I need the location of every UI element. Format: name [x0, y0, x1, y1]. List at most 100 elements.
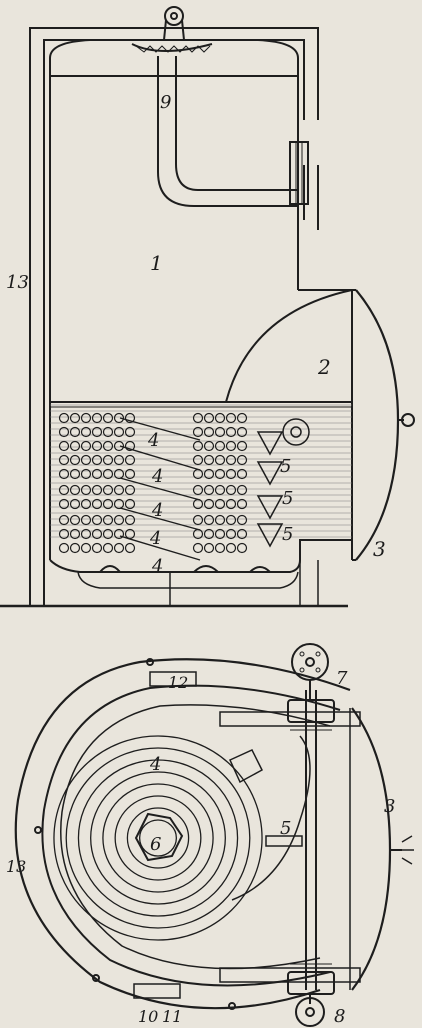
- lifting-eye-hole: [170, 12, 178, 20]
- coil-tube: [69, 426, 81, 438]
- label-chamber: 1: [150, 251, 163, 275]
- outlet-pipe-outer: [157, 56, 298, 207]
- coil-tube: [214, 468, 226, 480]
- connector: [119, 417, 201, 441]
- coil-tube: [225, 542, 237, 554]
- coil-ring: [114, 795, 202, 881]
- coil-tube: [225, 468, 237, 480]
- coil-tube: [192, 440, 204, 452]
- coil-tube: [102, 484, 114, 496]
- top-view-labels: 4 5 6 7 8 10 11 12 13 3: [6, 668, 395, 1027]
- ring-bolt: [92, 974, 100, 982]
- label-bracket-left: 10: [138, 1007, 158, 1026]
- coil-tube: [203, 542, 215, 554]
- coil-tube: [236, 514, 248, 526]
- coil-tube: [80, 412, 92, 424]
- coil-tube: [58, 514, 70, 526]
- liquid-fill: [50, 402, 352, 542]
- coil-tube: [225, 528, 237, 540]
- coil-tube: [236, 484, 248, 496]
- coil-tube: [113, 542, 125, 554]
- bottom-bump: [249, 566, 271, 573]
- header-clamp: [265, 835, 303, 847]
- bottom-bracket: [219, 967, 361, 983]
- flange-7-bolt: [299, 667, 305, 673]
- handle-end: [401, 835, 414, 865]
- coil-tube: [80, 484, 92, 496]
- coil-ring: [77, 759, 239, 917]
- outlet-pipe-inner: [175, 56, 298, 191]
- bottom-bump: [193, 565, 219, 573]
- manifold-flange-bore: [290, 426, 302, 438]
- label-manifold-2: 5: [282, 488, 293, 509]
- coil-ring: [138, 819, 178, 857]
- label-coil-4: 4: [149, 528, 161, 549]
- coil-tube: [113, 468, 125, 480]
- outer-ring: [14, 658, 351, 1010]
- coil-tube: [91, 528, 103, 540]
- connector: [119, 535, 201, 561]
- coil-tube: [214, 498, 226, 510]
- flange-7-bolt: [299, 651, 305, 657]
- top-valve: [287, 699, 335, 723]
- coil-tube: [69, 528, 81, 540]
- bottom-lug: [133, 983, 181, 999]
- manifold-flange: [282, 418, 310, 446]
- label-outer-ring: 13: [6, 857, 26, 876]
- coil-tube: [102, 454, 114, 466]
- coil-tube: [58, 484, 70, 496]
- coil-tube: [91, 412, 103, 424]
- coil-tube: [91, 514, 103, 526]
- coil-tube: [69, 468, 81, 480]
- coil-tube: [69, 498, 81, 510]
- coil-tube: [58, 468, 70, 480]
- label-top-coil: 4: [149, 754, 161, 775]
- label-dome: 2: [317, 355, 331, 379]
- coil-tube: [69, 514, 81, 526]
- coil-tube: [214, 542, 226, 554]
- coil-tube: [214, 514, 226, 526]
- coil-tube: [192, 542, 204, 554]
- coil-ring: [90, 771, 226, 905]
- coil-tube: [203, 498, 215, 510]
- coil-tube: [203, 514, 215, 526]
- cap-bowl: [131, 43, 213, 52]
- coil-tube: [91, 468, 103, 480]
- coil-tube: [69, 484, 81, 496]
- label-manifold-3: 5: [282, 524, 293, 545]
- label-coil-1: 4: [147, 430, 159, 451]
- coil-tube: [192, 426, 204, 438]
- coil-tube: [91, 426, 103, 438]
- connector: [119, 445, 201, 471]
- coil-tube: [225, 454, 237, 466]
- coil-tube: [214, 484, 226, 496]
- coil-tube: [192, 484, 204, 496]
- coil-tube: [80, 514, 92, 526]
- coil-tube: [225, 440, 237, 452]
- coil-tube: [203, 426, 215, 438]
- label-top-lug: 12: [168, 673, 188, 692]
- coil-tube: [124, 498, 136, 510]
- coil-tube: [124, 542, 136, 554]
- coil-tube: [203, 484, 215, 496]
- coil-tube: [58, 528, 70, 540]
- coil-tube: [236, 426, 248, 438]
- coil-tube: [102, 468, 114, 480]
- coil-tube: [124, 514, 136, 526]
- coil-tube: [102, 440, 114, 452]
- ring-bolt: [228, 1002, 236, 1010]
- coil-tube: [102, 528, 114, 540]
- bottom-bump: [99, 565, 121, 573]
- manifold-triangle: [256, 495, 284, 520]
- label-center-core: 6: [150, 834, 161, 855]
- coil-tube: [214, 426, 226, 438]
- center-core: [134, 812, 184, 862]
- coil-ring: [53, 735, 263, 941]
- top-front-cover: [351, 707, 392, 991]
- label-outlet-pipe: 9: [160, 92, 171, 113]
- manifold-triangle: [256, 523, 284, 548]
- pipe-wall-flange: [289, 141, 309, 205]
- flange-8: [295, 997, 325, 1027]
- coil-tube: [113, 514, 125, 526]
